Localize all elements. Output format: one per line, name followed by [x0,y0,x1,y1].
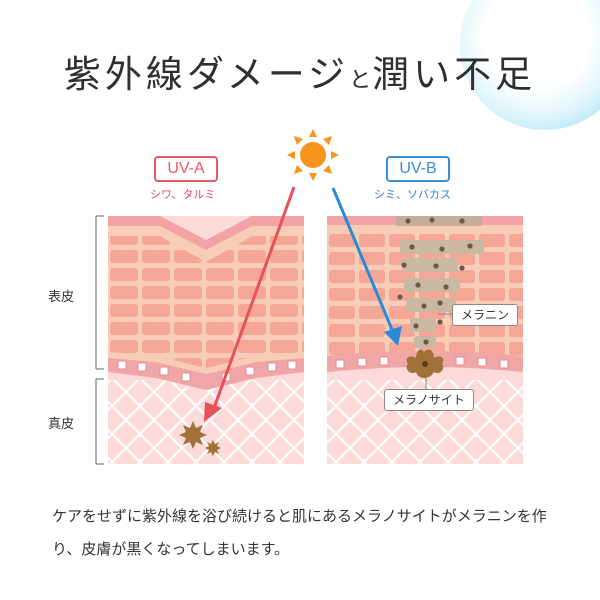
melanin-dots [397,217,473,345]
description-text: ケアをせずに紫外線を浴び続けると肌にあるメラノサイトがメラニンを作り、皮膚が黒く… [52,507,547,558]
title-part1: 紫外線ダメージ [63,53,350,96]
uva-basal-band [108,358,304,390]
dermis-bracket [95,378,104,465]
melanocyte-callout: メラノサイト [384,389,474,411]
title-connector: と [349,68,373,93]
title-part2: 潤い不足 [372,53,537,96]
uva-skin-panel [108,216,304,464]
uvb-basal-cells [335,356,509,369]
melanocyte-nucleus [422,361,428,367]
uvb-arrow [331,187,402,346]
sun-icon [287,129,339,181]
melanin-column [396,216,484,348]
uva-dermis-fibers [108,380,304,464]
uva-effect-label: シワ、タルミ [150,188,216,201]
uvb-effect-label: シミ、ソバカス [374,188,451,201]
epidermis-label: 表皮 [48,290,75,305]
uva-damage-spots [179,421,221,456]
uva-cells [108,236,304,368]
melanin-callout: メラニン [452,304,519,326]
uva-surface [108,216,304,250]
uvb-skin-panel [327,216,523,464]
epidermis-bracket [95,215,104,370]
uva-basal-cells [117,360,297,382]
dermis-label: 真皮 [48,417,75,432]
uvb-badge: UV-B [386,156,450,182]
uva-arrow [204,186,296,422]
page-title: 紫外線ダメージと潤い不足 [0,44,600,98]
uva-badge: UV-A [154,156,218,182]
